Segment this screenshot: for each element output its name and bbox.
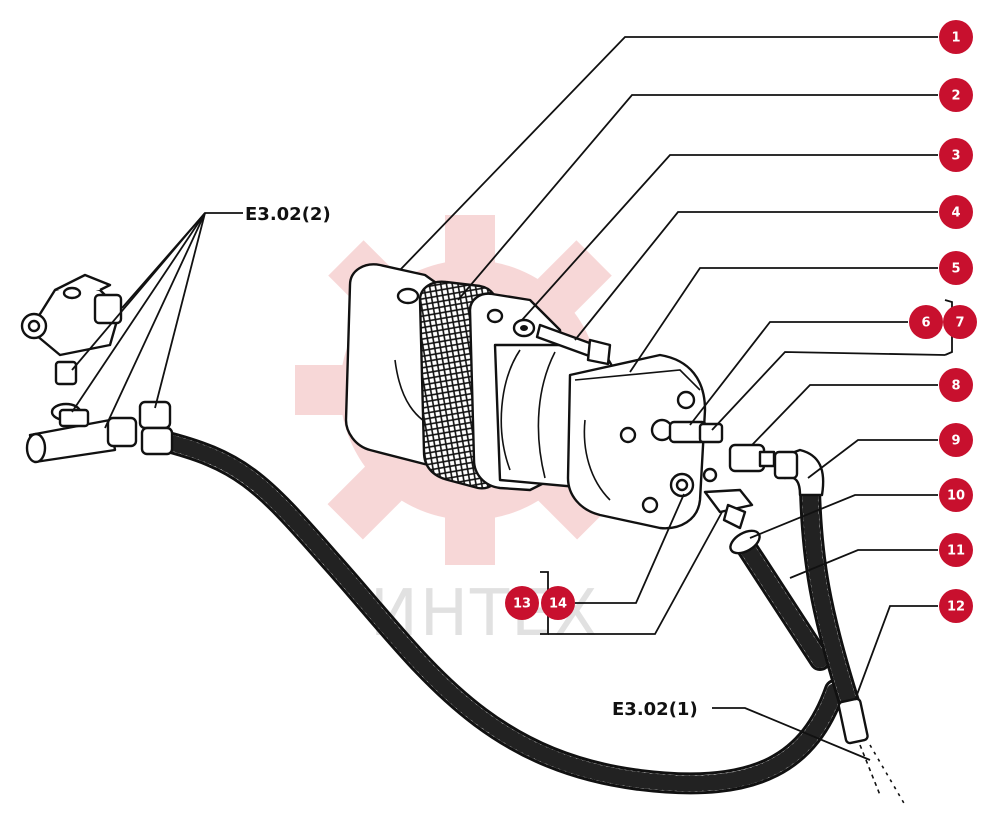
callout-badge-10: 10 <box>939 478 973 512</box>
svg-text:3: 3 <box>951 149 960 164</box>
adapter-fitting <box>728 443 776 473</box>
callout-badge-2: 2 <box>939 78 973 112</box>
reference-label-upper: E3.02(2) <box>245 204 331 225</box>
svg-text:5: 5 <box>951 262 960 277</box>
svg-text:7: 7 <box>955 316 964 331</box>
svg-text:10: 10 <box>947 489 965 504</box>
elbow-fitting <box>773 448 825 497</box>
hose-end-fitting <box>837 697 906 806</box>
callout-badge-14: 14 <box>541 586 575 620</box>
callout-badge-4: 4 <box>939 195 973 229</box>
svg-text:8: 8 <box>951 379 960 394</box>
svg-text:13: 13 <box>513 597 531 612</box>
svg-text:14: 14 <box>549 597 567 612</box>
svg-text:11: 11 <box>947 544 965 559</box>
callout-badge-13: 13 <box>505 586 539 620</box>
callout-badge-3: 3 <box>939 138 973 172</box>
pump-body <box>468 292 707 530</box>
svg-text:12: 12 <box>947 600 965 615</box>
callout-badge-9: 9 <box>939 423 973 457</box>
callout-badge-12: 12 <box>939 589 973 623</box>
port-fittings <box>650 418 754 530</box>
hose-return <box>734 534 831 671</box>
callout-badge-8: 8 <box>939 368 973 402</box>
hose-main <box>149 429 846 795</box>
svg-text:2: 2 <box>951 89 960 104</box>
svg-text:9: 9 <box>951 434 960 449</box>
tee-valve-assembly <box>20 273 174 464</box>
callout-badge-6: 6 <box>909 305 943 339</box>
reference-label-lower: E3.02(1) <box>612 699 698 720</box>
svg-text:4: 4 <box>951 206 960 221</box>
hose-pressure <box>799 479 861 716</box>
svg-text:6: 6 <box>921 316 930 331</box>
svg-text:1: 1 <box>951 31 960 46</box>
callout-badge-5: 5 <box>939 251 973 285</box>
callout-badge-11: 11 <box>939 533 973 567</box>
callout-badge-1: 1 <box>939 20 973 54</box>
leader-lines <box>71 36 953 761</box>
callout-badge-7: 7 <box>943 305 977 339</box>
